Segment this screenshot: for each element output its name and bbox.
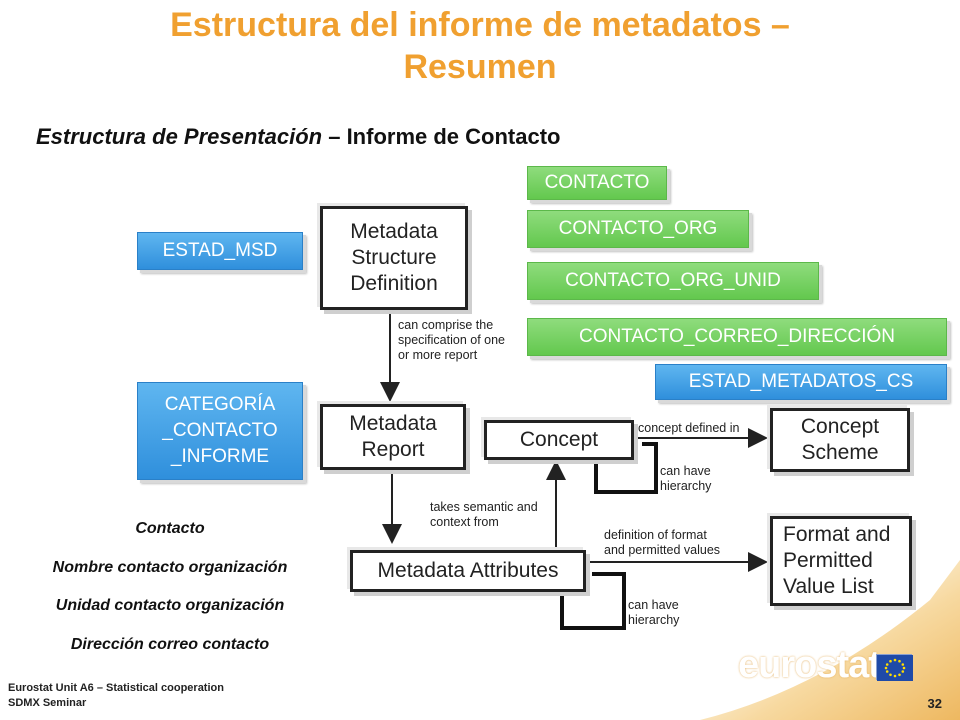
green-box-contacto-correo: CONTACTO_CORREO_DIRECCIÓN	[527, 318, 947, 356]
takes-semantic-line-2: context from	[430, 515, 499, 529]
blue-box-estad-msd: ESTAD_MSD	[137, 232, 303, 270]
can-comprise-line-3: or more report	[398, 348, 478, 362]
title-line-1: Estructura del informe de metadatos –	[170, 6, 790, 44]
can-comprise-line-1: can comprise the	[398, 318, 494, 332]
blue-box-categoria: CATEGORÍA _CONTACTO _INFORME	[137, 382, 303, 480]
attributes-label: Metadata Attributes	[377, 559, 559, 582]
concept-scheme-line-1: Concept	[800, 415, 880, 438]
box-concept: Concept	[484, 420, 634, 460]
title-line-2: Resumen	[403, 48, 557, 86]
concept-defined-in-text: concept defined in	[638, 421, 740, 435]
definition-format-line-2: and permitted values	[604, 543, 721, 557]
subtitle-rest: – Informe de Contacto	[322, 124, 561, 149]
categoria-line-3: _INFORME	[170, 446, 270, 467]
footer-seminar: SDMX Seminar	[8, 697, 87, 709]
green-box-contacto-org: CONTACTO_ORG	[527, 210, 749, 248]
contact-item-nombre: Nombre contacto organización	[52, 559, 288, 576]
report-line-1: Metadata	[349, 412, 437, 435]
msd-line-1: Metadata	[350, 220, 438, 243]
categoria-line-1: CATEGORÍA	[164, 394, 276, 415]
green-box-contacto: CONTACTO	[527, 166, 667, 200]
takes-semantic-line-1: takes semantic and	[430, 500, 538, 514]
green-box-contacto-org-unid: CONTACTO_ORG_UNID	[527, 262, 819, 300]
label-can-have-hierarchy-2: can have hierarchy	[628, 598, 679, 628]
categoria-line-2: _CONTACTO	[162, 420, 278, 441]
format-line-2: Permitted	[783, 549, 873, 572]
subtitle: Estructura de Presentación – Informe de …	[36, 124, 560, 150]
footer-unit: Eurostat Unit A6 – Statistical cooperati…	[8, 682, 224, 694]
blue-box-estad-metadatos-cs: ESTAD_METADATOS_CS	[655, 364, 947, 400]
box-metadata-report: Metadata Report	[320, 404, 466, 470]
format-line-3: Value List	[783, 575, 874, 598]
box-metadata-structure-definition: Metadata Structure Definition	[320, 206, 468, 310]
subtitle-italic: Estructura de Presentación	[36, 124, 323, 149]
box-concept-scheme: Concept Scheme	[770, 408, 910, 472]
page-number: 32	[927, 696, 942, 711]
format-line-1: Format and	[783, 523, 891, 546]
hierarchy1-line-2: hierarchy	[660, 479, 712, 493]
contact-item-unidad: Unidad contacto organización	[55, 597, 285, 614]
msd-line-2: Structure	[351, 246, 437, 269]
contact-item-direccion: Dirección correo contacto	[70, 636, 270, 653]
box-metadata-attributes: Metadata Attributes	[350, 550, 586, 592]
box-format-permitted-values: Format and Permitted Value List	[770, 516, 912, 606]
label-takes-semantic: takes semantic and context from	[430, 500, 538, 530]
label-definition-format: definition of format and permitted value…	[604, 528, 720, 558]
contact-item-contacto: Contacto	[135, 520, 205, 537]
concept-label: Concept	[519, 428, 599, 451]
hierarchy1-line-1: can have	[660, 464, 711, 478]
can-comprise-line-2: specification of one	[398, 333, 506, 347]
eurostat-logo: eurostat	[738, 644, 881, 686]
page-title: Estructura del informe de metadatos – Re…	[0, 4, 960, 88]
label-concept-defined-in: concept defined in	[638, 421, 739, 436]
hierarchy2-line-1: can have	[628, 598, 679, 612]
hierarchy2-line-2: hierarchy	[628, 613, 680, 627]
label-can-have-hierarchy-1: can have hierarchy	[660, 464, 711, 494]
msd-line-3: Definition	[350, 272, 438, 295]
concept-scheme-line-2: Scheme	[801, 441, 879, 464]
eu-flag-icon	[876, 654, 913, 681]
label-can-comprise: can comprise the specification of one or…	[398, 318, 505, 363]
definition-format-line-1: definition of format	[604, 528, 707, 542]
report-line-2: Report	[361, 438, 425, 461]
